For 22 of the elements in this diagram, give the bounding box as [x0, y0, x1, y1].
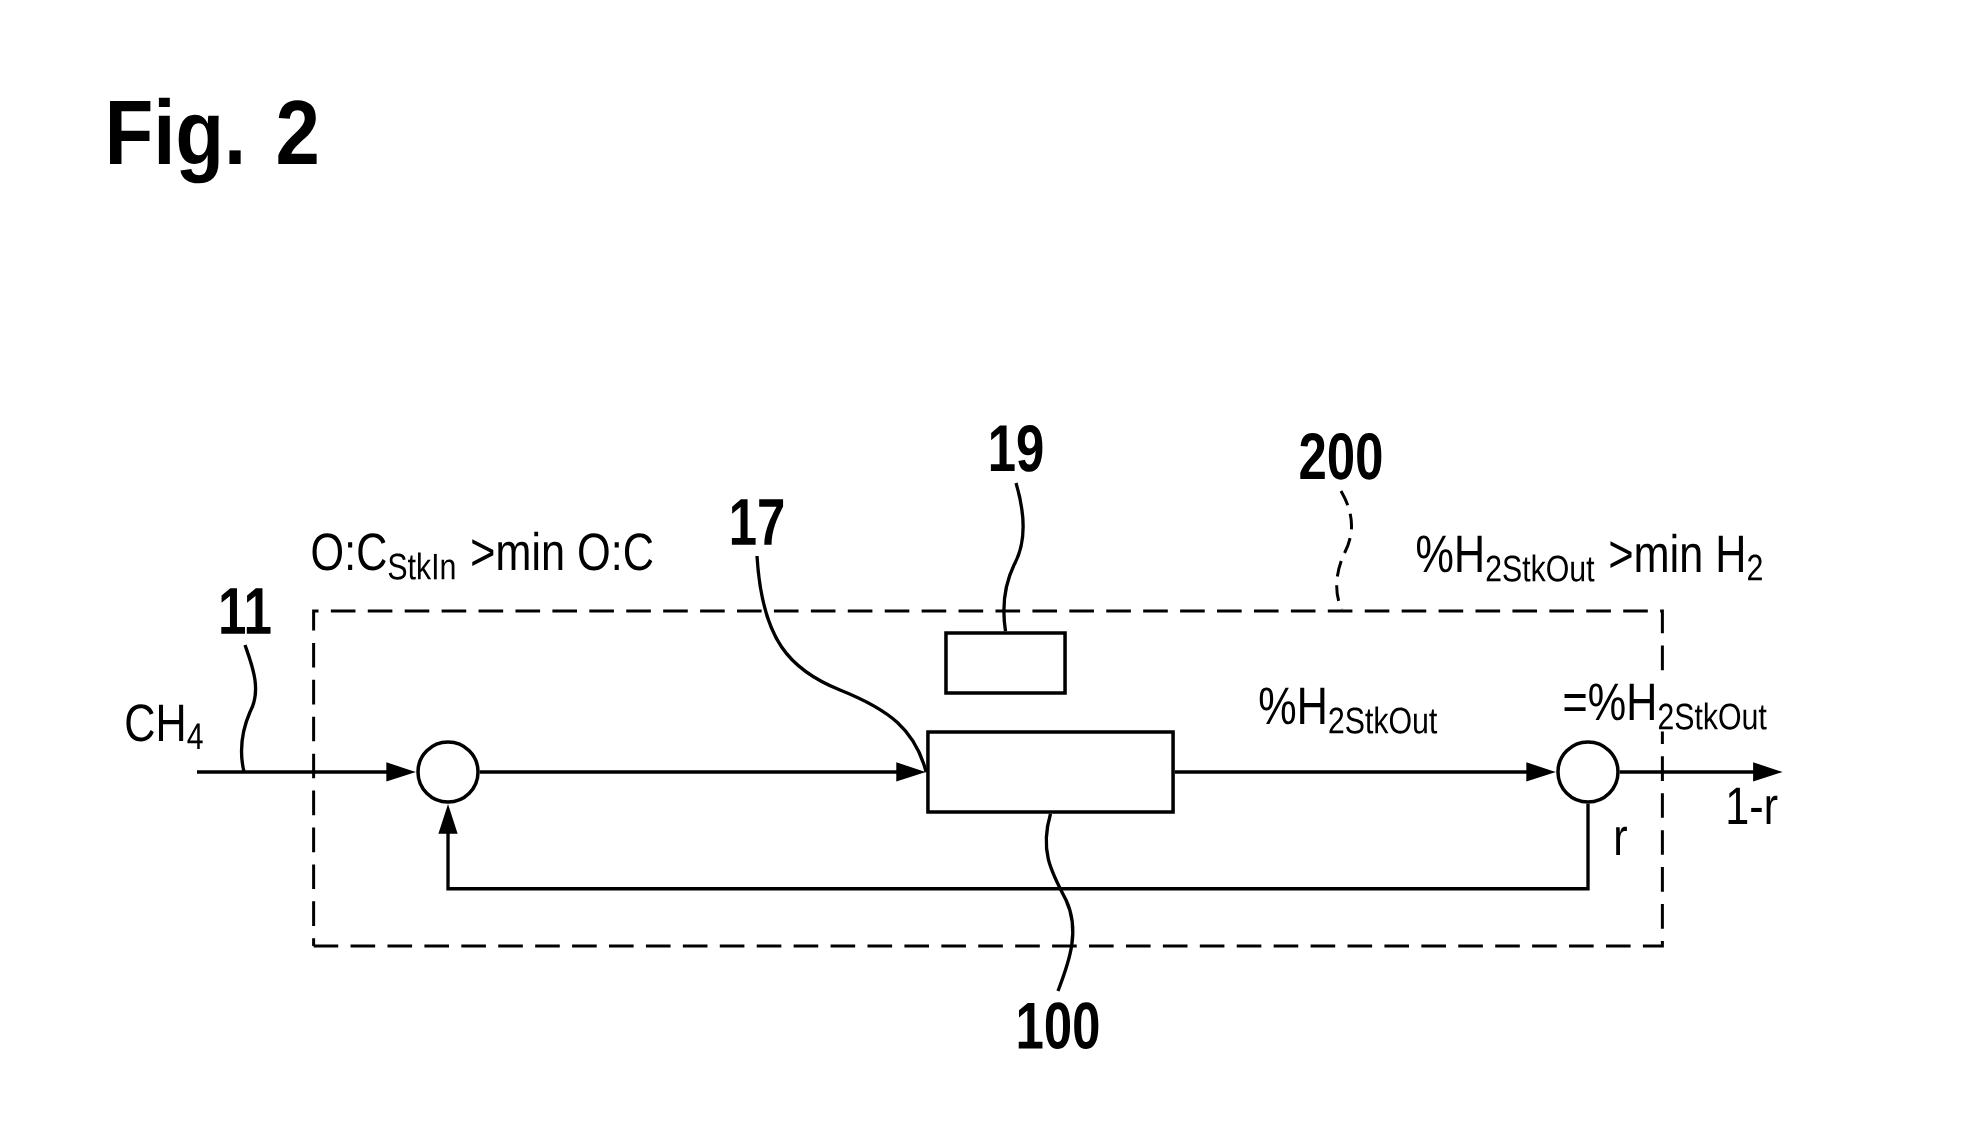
leader-line	[755, 555, 928, 773]
figure-title: Fig. 2	[110, 97, 317, 184]
process-box	[926, 730, 1175, 814]
formula-label: O:C$_{StkIn}$ >min O:C	[308, 530, 656, 582]
reference-numeral: 19	[990, 424, 1043, 472]
leader-line	[239, 644, 258, 773]
edge-label: 1-r	[1721, 784, 1782, 828]
reference-numeral: 17	[731, 499, 784, 545]
junction-circle	[416, 740, 480, 804]
junction-circle	[1556, 740, 1620, 804]
formula-label: =%H$_{2StkOut}$	[1560, 681, 1771, 732]
reference-numeral: 11	[221, 588, 271, 634]
formula-label: %H$_{2StkOut}$ >min H$_{2}$	[1413, 532, 1767, 584]
reference-numeral: 200	[1300, 432, 1382, 480]
edge-label: r	[1609, 823, 1632, 859]
return-arrow	[438, 803, 1590, 891]
leader-line	[1002, 482, 1025, 632]
edge-label: %H$_{2StkOut}$	[1254, 683, 1443, 738]
edge-label: CH$_{4}$	[120, 700, 209, 753]
leader-line	[1044, 813, 1075, 992]
process-box	[944, 631, 1067, 695]
reference-numeral: 100	[1018, 1002, 1099, 1050]
